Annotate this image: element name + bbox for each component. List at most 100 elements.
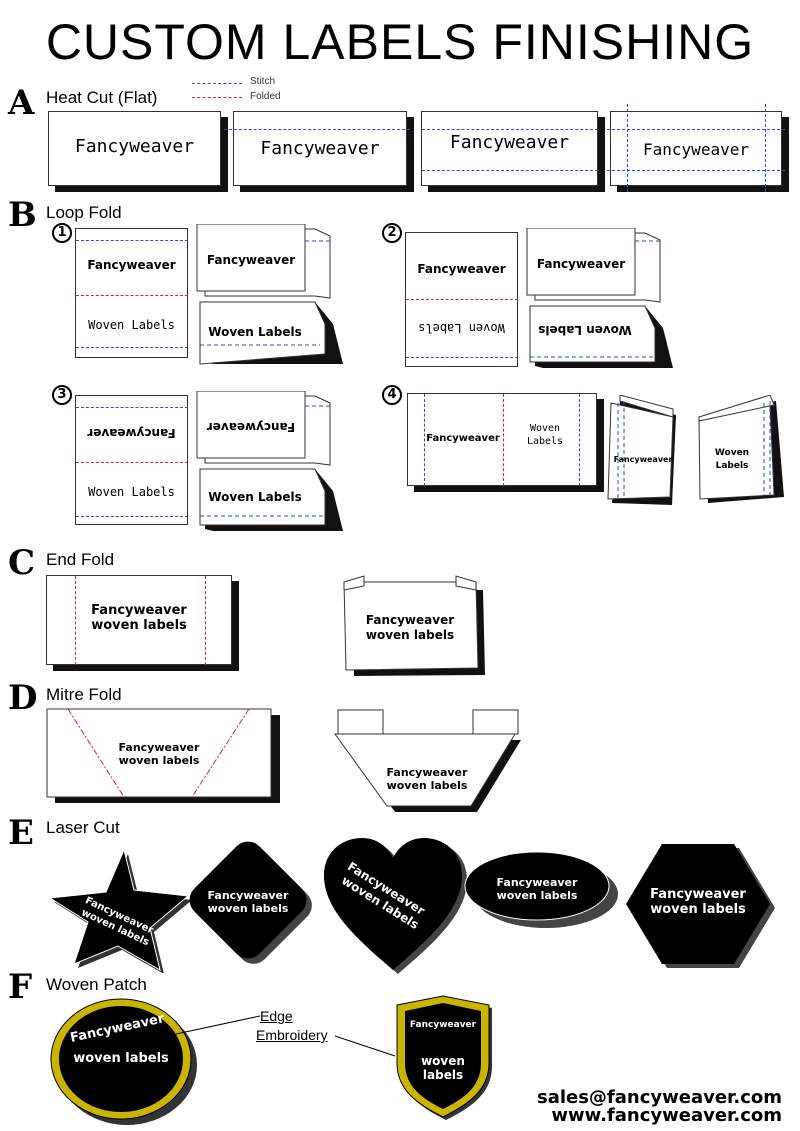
stitch-line [607,170,785,171]
label-brand-text: Fancyweaver [537,257,625,271]
stitch-line [579,394,580,486]
laser-cut-rounded-diamond: Fancyweaver woven labels [189,841,312,964]
stitch-legend-line [192,83,242,84]
heat-cut-label-plain: Fancyweaver [48,111,221,186]
loop-fold-4-folded: Fancyweaver Woven Labels [607,395,784,505]
label-woven-text: Labels [716,461,749,471]
loop-fold-2-folded: Fancyweaver Woven Labels [526,228,673,368]
stitch-line [76,240,188,241]
stitch-line [76,407,188,408]
heat-cut-label-two-stitch: Fancyweaver [421,111,598,186]
stitch-line [627,104,628,192]
mitre-fold-folded: Fancyweaver woven labels [334,709,521,812]
loop-fold-3-folded: Fancyweaver Woven Labels [196,391,343,531]
label-brand-text: Fancyweaver [260,138,380,159]
section-e-letter: E [8,813,34,853]
label-woven-text: Woven [715,448,749,458]
stitch-line [765,104,766,192]
folded-legend-line [192,97,242,98]
section-a-letter: A [8,83,35,123]
stitch-line [607,129,785,130]
laser-cut-star: Fancyweaver woven labels [48,848,192,973]
heat-cut-label-top-stitch: Fancyweaver [224,111,410,186]
label-woven-text: Woven Labels [88,318,175,332]
label-woven-text: Woven Labels [208,490,301,504]
section-f-letter: F [8,967,33,1007]
loop-fold-3-flat: Fancyweaver Woven Labels [75,395,188,525]
label-woven-text: Woven Labels [88,485,175,499]
end-fold-folded: Fancyweaver woven labels [343,575,485,676]
stitch-line [224,129,410,130]
label-brand-text: Fancyweaver [449,132,570,153]
label-brand-text: Fancyweaver [74,136,195,157]
loop-fold-1-flat: Fancyweaver Woven Labels [75,228,188,358]
callout-edge: Edge [260,1008,293,1024]
label-brand-text: woven [421,1054,465,1068]
callout-lines [175,1015,396,1057]
stitch-line [424,394,425,486]
label-brand-text: Fancyweaver [410,1020,477,1030]
folded-legend-label: Folded [250,91,281,102]
laser-cut-oval: Fancyweaver woven labels [464,851,618,928]
label-brand-text: Fancyweaver [207,420,295,434]
fold-line [503,394,504,486]
label-woven-text: Woven Labels [208,325,301,339]
section-d-title: Mitre Fold [46,685,122,704]
laser-cut-hexagon: Fancyweaver woven labels [626,844,775,968]
section-e-title: Laser Cut [46,818,120,837]
option-2-badge: 2 [382,223,402,243]
stitch-line [76,516,188,517]
heat-cut-label-four-stitch: Fancyweaver [607,104,785,192]
label-brand-text: Fancyweaver [417,262,506,276]
label-brand-text: Fancyweaver [426,433,500,444]
label-brand-text: labels [423,1068,463,1082]
section-f-title: Woven Patch [46,975,147,994]
fold-line [205,576,206,665]
section-d-letter: D [8,678,38,718]
fold-line [76,462,188,463]
label-brand-text: Fancyweaver [497,876,578,889]
fold-line [76,295,188,296]
loop-fold-1-folded: Fancyweaver Woven Labels [196,224,343,365]
label-brand-text: Fancyweaver [643,140,749,159]
loop-fold-4-flat: Fancyweaver Woven Labels [407,393,597,486]
callout-embroidery: Embroidery [256,1027,328,1043]
label-woven-text: Woven Labels [526,423,564,447]
label-woven-text: Woven Labels [418,321,505,335]
label-brand-text: Fancyweaver [87,258,176,272]
section-c-title: End Fold [46,550,115,569]
label-brand-text: Fancyweaver [366,613,454,627]
label-brand-text: Fancyweaver [614,455,673,464]
footer-website[interactable]: www.fancyweaver.com [551,1105,782,1126]
section-a-title: Heat Cut (Flat) [46,88,158,107]
label-brand-text: woven labels [497,889,578,902]
fold-line [75,576,76,665]
option-1-badge: 1 [52,223,72,243]
label-woven-text: Woven Labels [538,323,631,337]
laser-cut-heart: Fancyweaver woven labels [324,838,467,974]
option-4-badge: 4 [382,385,402,405]
loop-fold-2-flat: Fancyweaver Woven Labels [405,232,518,367]
label-brand-text: Fancyweaver [207,253,295,267]
section-b-letter: B [8,195,37,235]
label-brand-text: Fancyweaver [119,741,200,754]
footer-email[interactable]: sales@fancyweaver.com [536,1087,782,1108]
label-brand-text: Fancyweaver [650,887,746,902]
mitre-fold-flat: Fancyweaver woven labels [46,708,280,803]
stitch-line [406,357,518,358]
label-brand-text: woven labels [119,754,200,767]
stitch-line [422,170,598,171]
label-brand-text: woven labels [208,902,289,915]
woven-patch-shield: Fancyweaver woven labels [396,995,492,1120]
label-brand-text: woven labels [387,779,468,792]
label-brand-text: woven labels [366,628,454,642]
label-brand-text: Fancyweaver [387,766,468,779]
label-brand-text: woven labels [650,902,746,917]
label-brand-text: Fancyweaver woven labels [91,603,187,633]
page-title: CUSTOM LABELS FINISHING [45,14,755,70]
stitch-line [422,129,598,130]
section-c-letter: C [8,543,36,583]
label-brand-text: Fancyweaver [87,426,176,440]
woven-patch-circle: Fancyweaver woven labels [50,998,197,1125]
end-fold-flat: Fancyweaver woven labels [46,575,232,665]
